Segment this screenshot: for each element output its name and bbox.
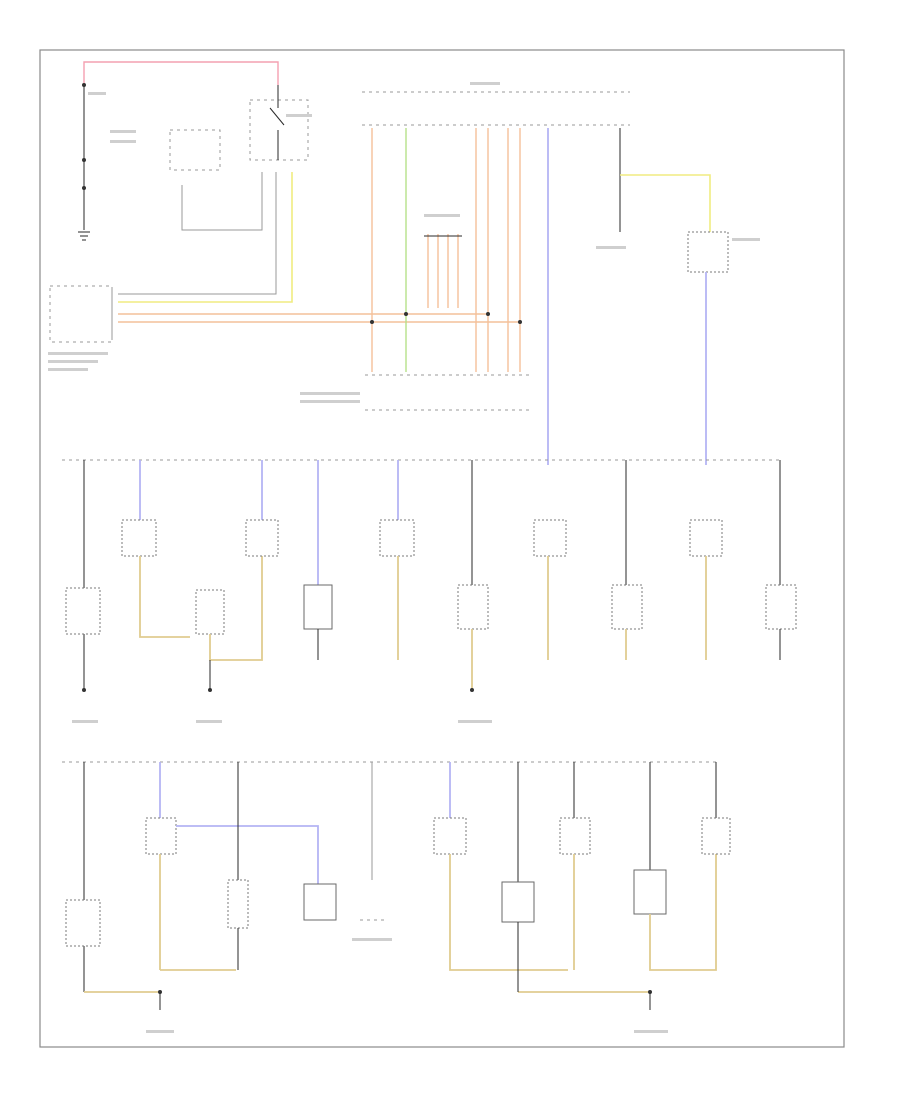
diode-pack bbox=[424, 234, 462, 308]
ecu-harness-wires bbox=[118, 313, 520, 323]
middle-row-lamps bbox=[62, 459, 797, 692]
bottom-row-lamps bbox=[62, 761, 731, 1010]
illegible-labels bbox=[48, 82, 760, 1033]
battery-circuit bbox=[78, 61, 309, 303]
diagram-frame bbox=[39, 49, 845, 1048]
control-module bbox=[49, 285, 113, 343]
fuse-panel bbox=[362, 91, 729, 465]
